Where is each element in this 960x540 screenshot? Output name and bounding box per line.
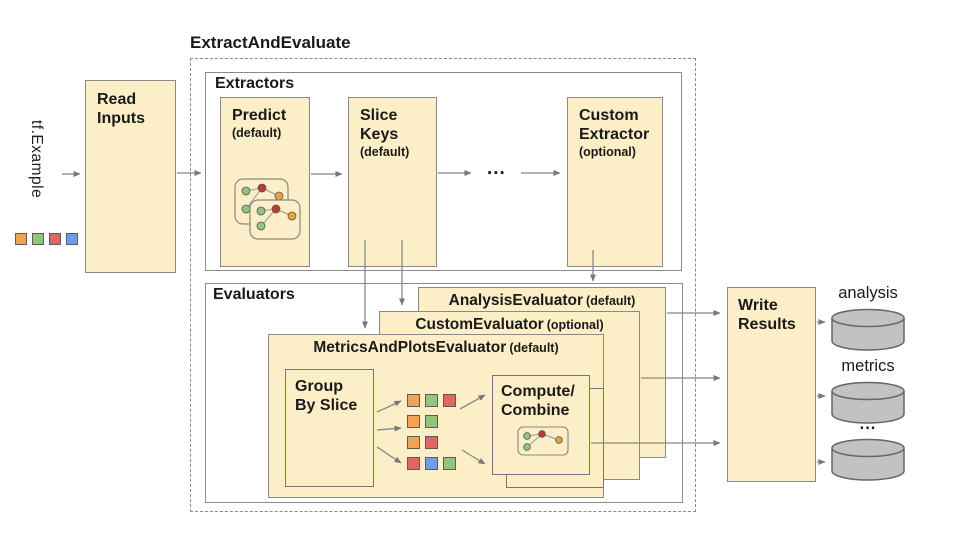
group-by-slice-box: Group By Slice (285, 369, 374, 487)
custom-evaluator-subtitle: (optional) (546, 318, 604, 332)
tf-example-label: tf.Example (28, 120, 45, 199)
red-square (407, 457, 420, 470)
orange-square (407, 415, 420, 428)
blue-square (66, 233, 78, 245)
custom-extractor-line1: Custom (579, 107, 639, 124)
group-by-slice-line1: Group (295, 378, 343, 395)
slice-keys-line2: Keys (360, 126, 399, 143)
outputs-ellipsis: ... (859, 415, 877, 433)
write-results-line1: Write (738, 297, 778, 314)
analysis-output-label: analysis (838, 284, 898, 302)
custom-extractor-subtitle: (optional) (579, 145, 636, 159)
square-row (407, 457, 456, 470)
green-square (425, 415, 438, 428)
other-database-cylinder (831, 438, 905, 481)
write-results-box: Write Results (727, 287, 816, 482)
input-squares (15, 233, 78, 245)
extractors-group-box: Extractors (205, 72, 682, 271)
group-by-slice-line2: By Slice (295, 397, 358, 414)
compute-combine-line2: Combine (501, 402, 570, 419)
model-chip-2 (249, 199, 301, 240)
green-square (32, 233, 44, 245)
read-inputs-line1: Read (97, 91, 137, 108)
square-row (407, 415, 456, 428)
predict-subtitle: (default) (232, 126, 282, 140)
slice-keys-line1: Slice (360, 107, 398, 124)
model-graph-icon (234, 178, 301, 240)
write-results-line2: Results (738, 316, 796, 333)
read-inputs-box: Read Inputs (85, 80, 176, 273)
custom-evaluator-title: CustomEvaluator (415, 316, 544, 333)
analysis-evaluator-title: AnalysisEvaluator (448, 292, 584, 309)
evaluators-group-box: Evaluators (205, 283, 683, 503)
orange-square (407, 394, 420, 407)
extractors-label: Extractors (215, 75, 295, 92)
slice-keys-subtitle: (default) (360, 145, 410, 159)
square-row (407, 436, 456, 449)
compute-combine-box: Compute/ Combine (492, 375, 590, 475)
metrics-evaluator-subtitle: (default) (509, 341, 559, 355)
custom-extractor-box: Custom Extractor (optional) (567, 97, 663, 267)
pipeline-title: ExtractAndEvaluate (190, 33, 351, 52)
sliced-examples-grid (407, 394, 456, 478)
compute-combine-line1: Compute/ (501, 383, 575, 400)
green-square (443, 457, 456, 470)
green-square (425, 394, 438, 407)
red-square (443, 394, 456, 407)
blue-square (425, 457, 438, 470)
metrics-database-cylinder (831, 381, 905, 424)
orange-square (15, 233, 27, 245)
combine-graph-icon (517, 426, 569, 456)
custom-extractor-line2: Extractor (579, 126, 650, 143)
slice-keys-extractor-box: Slice Keys (default) (348, 97, 437, 267)
orange-square (407, 436, 420, 449)
read-inputs-line2: Inputs (97, 110, 145, 127)
evaluators-label: Evaluators (213, 286, 295, 303)
metrics-output-label: metrics (841, 357, 895, 375)
predict-title: Predict (232, 107, 287, 124)
red-square (425, 436, 438, 449)
metrics-evaluator-title: MetricsAndPlotsEvaluator (313, 339, 507, 356)
red-square (49, 233, 61, 245)
extract-and-evaluate-container (190, 58, 696, 512)
analysis-evaluator-subtitle: (default) (586, 294, 636, 308)
analysis-database-cylinder (831, 308, 905, 351)
square-row (407, 394, 456, 407)
square-row (15, 233, 78, 245)
extractors-ellipsis: ... (487, 158, 506, 179)
